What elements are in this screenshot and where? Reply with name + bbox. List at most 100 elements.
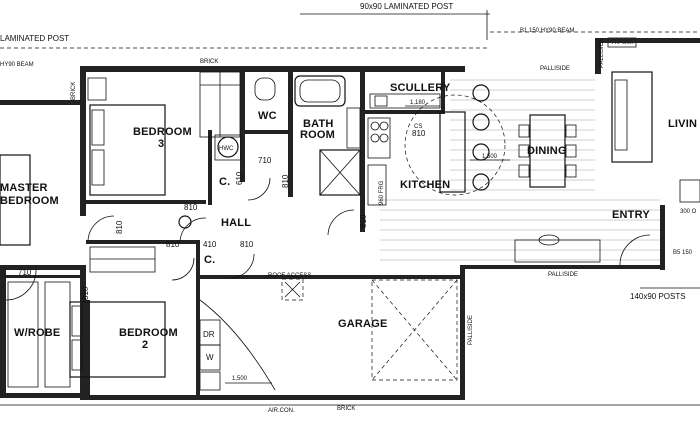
entry-bowl xyxy=(538,234,560,246)
fridge xyxy=(367,164,387,206)
garage-diag2 xyxy=(371,279,458,381)
vanity xyxy=(346,107,361,149)
hwc-label: HWC xyxy=(219,146,234,152)
room-cupboard2: C. xyxy=(204,254,215,266)
room-bedroom3-line2: 3 xyxy=(158,138,164,150)
shower-diag2 xyxy=(319,149,361,196)
shower xyxy=(319,149,361,196)
door-swing xyxy=(619,234,651,266)
burner xyxy=(370,133,380,143)
dim-810-kitchen: 810 xyxy=(412,129,426,138)
room-hall: HALL xyxy=(221,217,251,229)
room-washer: W xyxy=(206,353,214,362)
dim-1180: 1,180 xyxy=(410,100,426,106)
room-dryer: DR xyxy=(203,330,215,339)
dim-810-hall-left: 810 xyxy=(115,220,124,234)
door-swing xyxy=(327,209,355,236)
roof-access-label: ROOF ACCESS xyxy=(268,273,311,279)
garage-car-outline xyxy=(371,279,458,381)
exterior-walls xyxy=(0,38,700,400)
dining-table xyxy=(518,114,577,188)
door-swing xyxy=(87,215,115,243)
cs-label: CS xyxy=(414,124,422,130)
bathtub xyxy=(294,75,346,107)
post-top-label: 90x90 LAMINATED POST xyxy=(360,2,453,11)
palliside-entry-label: PALLISIDE xyxy=(548,272,578,278)
post-left-label: LAMINATED POST xyxy=(0,34,69,43)
burner xyxy=(379,133,389,143)
interior-walls xyxy=(0,72,460,400)
toilet xyxy=(254,77,276,101)
stool xyxy=(472,113,490,131)
kitchen-circle xyxy=(404,94,506,196)
manhole xyxy=(178,215,192,229)
room-bedroom2-line2: 2 xyxy=(142,339,148,351)
door-swing xyxy=(5,269,37,301)
bedroom3-wardrobe xyxy=(199,71,241,138)
room-living: LIVIN xyxy=(668,118,697,130)
trough xyxy=(199,371,221,391)
room-bath-line1: BATH xyxy=(303,118,334,130)
room-master-line2: BEDROOM xyxy=(0,195,59,207)
garage-door-swing xyxy=(199,299,276,391)
washer xyxy=(199,344,221,371)
island-bench xyxy=(439,111,466,193)
beam-top-right-label: B1 150 HY90 BEAM xyxy=(520,28,574,34)
brick-left-label: BRICK xyxy=(71,82,77,100)
aircon-label: AIR.CON. xyxy=(268,408,295,414)
roof-access-hatch xyxy=(281,278,304,301)
bathtub-inner xyxy=(299,79,341,103)
room-wrobe: W/ROBE xyxy=(14,327,60,339)
palliside-top-label: PALLISIDE xyxy=(540,66,570,72)
brick-top-label: BRICK xyxy=(200,59,218,65)
entry-table xyxy=(514,239,601,263)
post-right-label: 140x90 POSTS xyxy=(630,292,686,301)
room-bedroom3-line1: BEDROOM xyxy=(133,126,192,138)
dim-710-left: 710 xyxy=(18,268,32,277)
dim-710-hwc: 710 xyxy=(258,156,272,165)
dim-810-b3: 810 xyxy=(184,203,198,212)
hwc-box xyxy=(214,134,242,161)
brick-bottom-label: BRICK xyxy=(337,406,355,412)
stool xyxy=(472,84,490,102)
room-garage: GARAGE xyxy=(338,318,387,330)
dim-410: 410 xyxy=(203,240,217,249)
room-scullery: SCULLERY xyxy=(390,82,451,94)
dim-810-hall1: 810 xyxy=(166,240,180,249)
room-kitchen: KITCHEN xyxy=(400,179,450,191)
dim-810-kitchen-door: 810 xyxy=(359,214,368,228)
burner xyxy=(379,121,389,131)
hwc-circle xyxy=(217,136,239,158)
sink xyxy=(374,95,388,107)
master-bed xyxy=(0,154,31,246)
stool xyxy=(472,173,490,191)
door-swing xyxy=(229,253,255,279)
fridge-label: 960 FRG xyxy=(379,180,385,205)
room-entry: ENTRY xyxy=(612,209,650,221)
room-dining: DINING xyxy=(527,145,567,157)
burner xyxy=(370,121,380,131)
room-bath-line2: ROOM xyxy=(300,129,335,141)
dim-610: 610 xyxy=(235,171,244,185)
palliside-right-label: PALLISIDE xyxy=(599,38,605,68)
dim-810-b2: 810 xyxy=(81,286,90,300)
beam-right2-label: 300 O xyxy=(680,209,697,215)
door-swing xyxy=(179,217,207,243)
room-bedroom2-line1: BEDROOM xyxy=(119,327,178,339)
living-sofa xyxy=(611,71,700,203)
palliside-garage-label: PALLISIDE xyxy=(468,315,474,345)
beam-left-label: HY90 BEAM xyxy=(0,62,34,68)
dim-810-bath: 810 xyxy=(281,174,290,188)
bedroom3-bed xyxy=(87,77,166,196)
scullery-bench xyxy=(369,93,441,109)
bedroom2-wardrobe xyxy=(89,246,156,273)
dim-810-hall2: 810 xyxy=(240,240,254,249)
room-master-line1: MASTER xyxy=(0,182,48,194)
wrobe-shelving xyxy=(7,281,71,388)
room-wc: WC xyxy=(258,110,277,122)
beam-right-label: B5 150 xyxy=(673,250,693,256)
cooktop xyxy=(367,117,391,159)
room-cupboard1: C. xyxy=(219,176,230,188)
door-swing xyxy=(171,257,195,281)
